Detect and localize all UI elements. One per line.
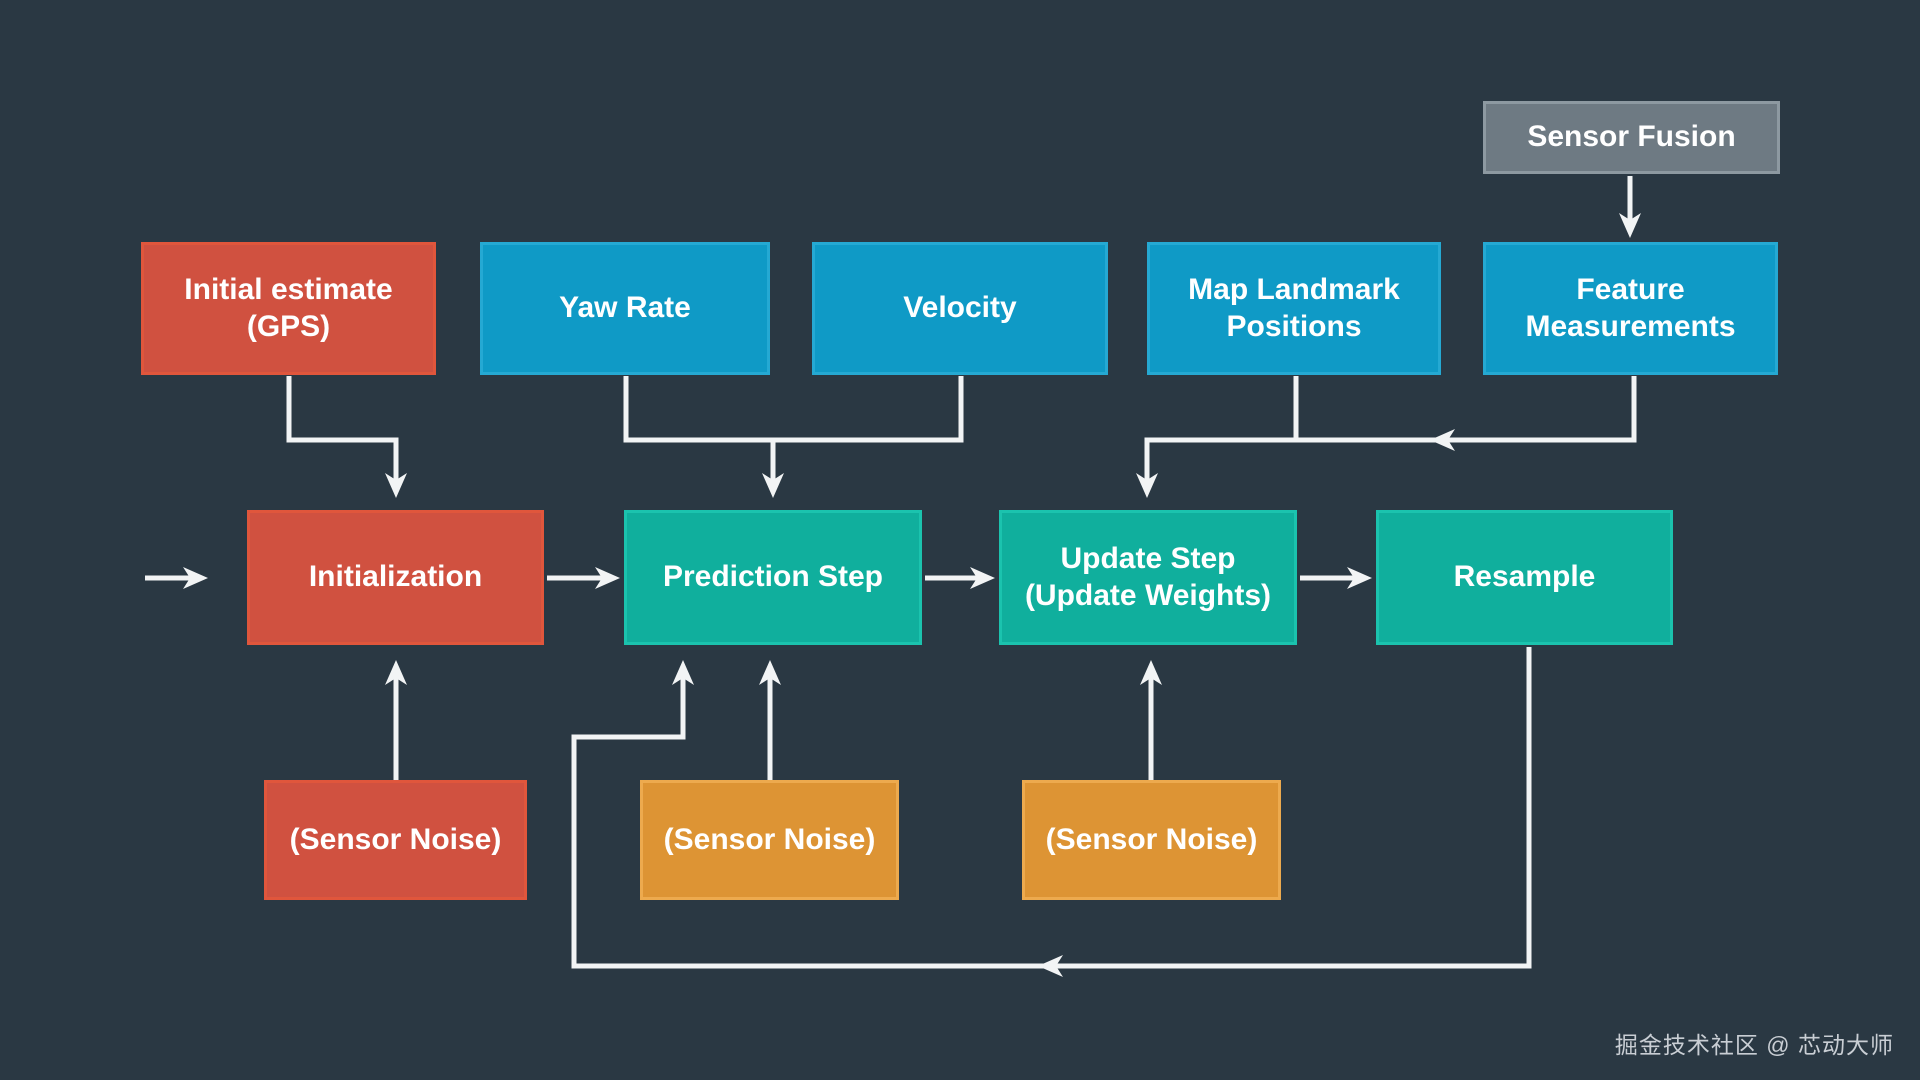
node-resample-label: Resample: [1453, 560, 1596, 594]
arrowhead-left-icon: [1430, 429, 1455, 451]
node-update-step: Update Step (Update Weights): [999, 510, 1297, 645]
node-initialization: Initialization: [247, 510, 544, 645]
node-feature-measurements-label: Feature Measurements: [1525, 272, 1736, 343]
arrowhead-right-icon: [183, 567, 208, 589]
node-resample: Resample: [1376, 510, 1673, 645]
node-map-landmark: Map Landmark Positions: [1147, 242, 1441, 375]
node-sensor-noise-update: (Sensor Noise): [1022, 780, 1281, 900]
node-initial-estimate-label: Initial estimate (GPS): [184, 272, 393, 343]
node-sensor-noise-label: (Sensor Noise): [289, 822, 502, 856]
arrowhead-right-icon: [595, 567, 620, 589]
node-yaw-rate: Yaw Rate: [480, 242, 770, 375]
arrowhead-right-icon: [1347, 567, 1372, 589]
node-sensor-fusion-label: Sensor Fusion: [1527, 120, 1736, 154]
node-update-step-label: Update Step (Update Weights): [1024, 541, 1272, 612]
node-velocity: Velocity: [812, 242, 1108, 375]
arrowhead-down-icon: [1619, 213, 1641, 238]
connector-resample-feedback: [571, 647, 1532, 969]
node-sensor-noise-label: (Sensor Noise): [663, 822, 876, 856]
arrowhead-up-icon: [759, 660, 781, 685]
node-yaw-rate-label: Yaw Rate: [559, 291, 691, 325]
arrowhead-up-icon: [672, 660, 694, 685]
arrowhead-up-icon: [1140, 660, 1162, 685]
node-prediction-step-label: Prediction Step: [662, 560, 884, 594]
node-initialization-label: Initialization: [308, 560, 483, 594]
arrowhead-down-icon: [1136, 473, 1158, 498]
node-prediction-step: Prediction Step: [624, 510, 922, 645]
connector-yaw-velocity-junction: [623, 376, 964, 443]
connector-initial-initialization: [286, 376, 399, 488]
node-sensor-noise-prediction: (Sensor Noise): [640, 780, 899, 900]
node-map-landmark-label: Map Landmark Positions: [1188, 272, 1400, 343]
node-velocity-label: Velocity: [903, 291, 1017, 325]
connector-feature-update: [1144, 376, 1637, 488]
node-sensor-noise-initialization: (Sensor Noise): [264, 780, 527, 900]
node-feature-measurements: Feature Measurements: [1483, 242, 1778, 375]
watermark-text: 掘金技术社区 @ 芯动大师: [1614, 1032, 1894, 1058]
arrowhead-down-icon: [762, 473, 784, 498]
node-sensor-fusion: Sensor Fusion: [1483, 101, 1780, 174]
node-initial-estimate: Initial estimate (GPS): [141, 242, 436, 375]
arrowhead-right-icon: [970, 567, 995, 589]
arrowhead-left-icon: [1038, 955, 1063, 977]
node-sensor-noise-label: (Sensor Noise): [1045, 822, 1258, 856]
arrowhead-up-icon: [385, 660, 407, 685]
arrowhead-down-icon: [385, 473, 407, 498]
